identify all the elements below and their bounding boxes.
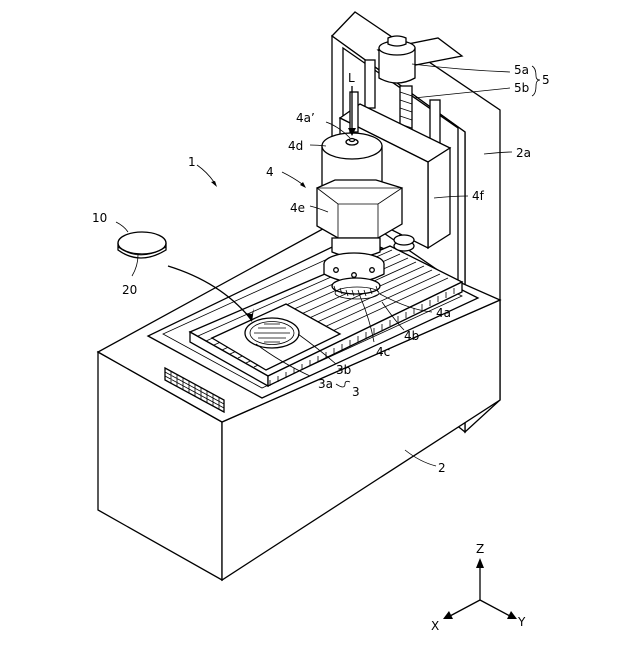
axis-x-label: X [431,619,439,633]
label-10: 10 [92,211,107,225]
label-2: 2 [438,461,446,475]
label-4a: 4a [436,306,451,320]
label-4f: 4f [472,189,485,203]
label-5a: 5a [514,63,529,77]
label-4: 4 [266,165,274,179]
label-4a-prime: 4a’ [296,111,315,125]
label-4e: 4e [290,201,305,215]
label-4c: 4c [376,345,390,359]
label-5b: 5b [514,81,529,95]
screw-nut [394,235,414,251]
label-3a: 3a [318,377,333,391]
axis-z-label: Z [476,542,484,556]
label-20: 20 [122,283,137,297]
axis-indicator: Z X Y [431,542,526,633]
label-3: 3 [352,385,360,399]
workpiece-10 [118,232,166,258]
label-2a: 2a [516,146,531,160]
label-3b: 3b [336,363,351,377]
label-L: L [348,71,355,85]
label-5: 5 [542,73,550,87]
label-4d: 4d [288,139,303,153]
axis-y-label: Y [517,615,526,629]
label-1: 1 [188,155,196,169]
label-4b: 4b [404,329,419,343]
